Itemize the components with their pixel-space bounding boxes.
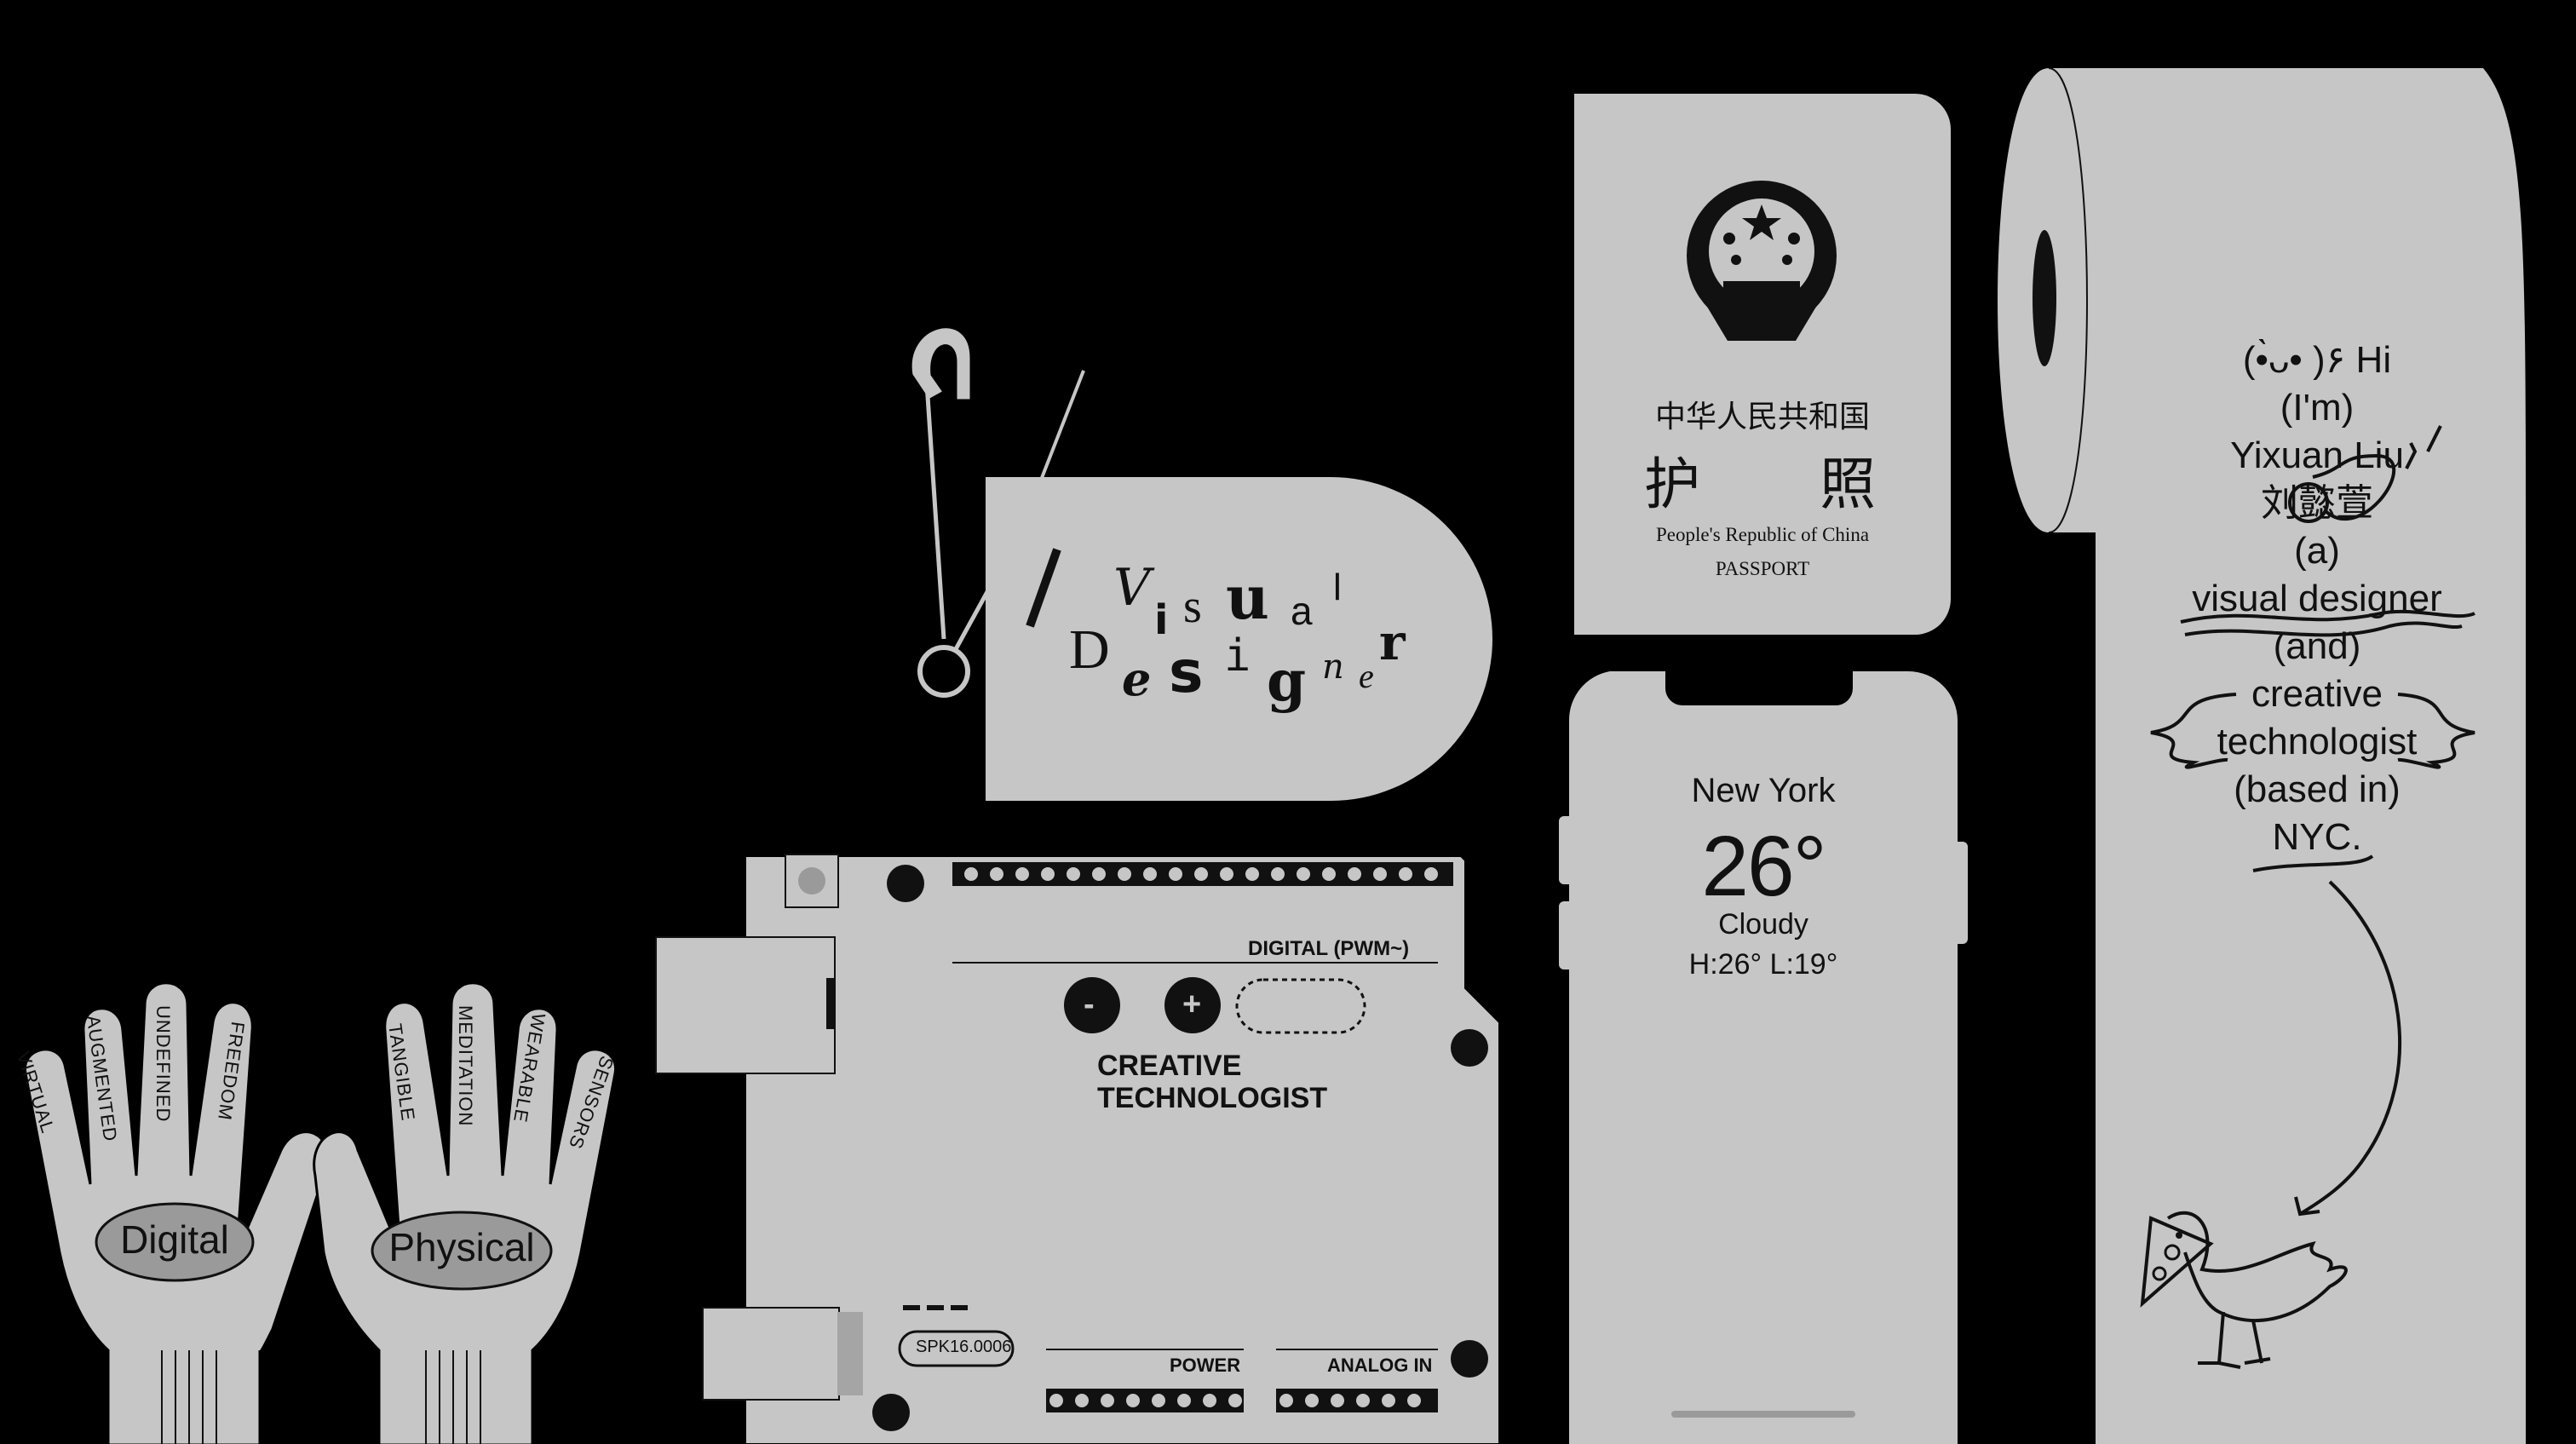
weather-temperature: 26° <box>1701 819 1826 914</box>
paper-roll-shape <box>1998 67 2526 1444</box>
phone-shape <box>1559 671 1968 1444</box>
tag-letter: e <box>1122 652 1152 706</box>
passport-title-cn-1: 护 <box>1644 452 1700 517</box>
pin-hole <box>1245 867 1259 881</box>
glove-right[interactable]: Physical TANGIBLE MEDITATION WEARABLE SE… <box>307 971 647 1444</box>
emblem-icon <box>1687 181 1837 341</box>
board-title-line1: CREATIVE <box>1097 1050 1242 1082</box>
pin-hole <box>1356 1394 1370 1407</box>
passport-country-en: People's Republic of China <box>1655 524 1870 545</box>
pin-hole <box>1279 1394 1293 1407</box>
glove-left[interactable]: Digital VIRTUAL AUGMENTED UNDEFINED FREE… <box>13 971 358 1444</box>
analog-in-label: ANALOG IN <box>1327 1355 1433 1376</box>
tag-letter: g <box>1267 647 1307 714</box>
digital-pwm-label: DIGITAL (PWM~) <box>1248 937 1410 960</box>
glove-right-label: Physical <box>388 1225 535 1269</box>
intro-text: (•̀ᴗ• )۶ Hi (I'm) Yixuan Liu 刘懿萱 (a) vis… <box>2181 337 2453 861</box>
intro-line: (•̀ᴗ• )۶ Hi <box>2242 339 2392 381</box>
pin-hole <box>1067 867 1080 881</box>
paper-roll[interactable] <box>1998 67 2576 1444</box>
power-label: POWER <box>1170 1355 1241 1376</box>
pin-hole <box>1322 867 1336 881</box>
tag-letter: n <box>1322 647 1344 687</box>
tag-letter: r <box>1379 613 1406 671</box>
pin-hole <box>1194 867 1208 881</box>
passport-shape <box>1574 94 1951 635</box>
intro-line: (a) <box>2294 530 2340 572</box>
pin-hole <box>1075 1394 1089 1407</box>
tag-letter: V <box>1113 558 1151 618</box>
pin-hole <box>1041 867 1055 881</box>
pin-hole <box>964 867 978 881</box>
passport-title-cn-2: 照 <box>1820 452 1876 517</box>
glove-left-label: Digital <box>120 1217 229 1262</box>
tag-letter: s <box>1183 580 1202 633</box>
pin-hole <box>1203 1394 1216 1407</box>
pin-hole <box>1297 867 1310 881</box>
finger-label: UNDEFINED <box>152 1005 174 1123</box>
pigeon-icon <box>2140 1211 2348 1369</box>
tag-letter: a <box>1291 589 1313 633</box>
plus-icon: + <box>1182 987 1202 1022</box>
tag-letter: i <box>1154 596 1169 644</box>
pin-hole <box>1169 867 1182 881</box>
glove-right-shape <box>313 981 617 1444</box>
board-title-line2: TECHNOLOGIST <box>1097 1082 1328 1114</box>
finger-label: MEDITATION <box>455 1005 476 1127</box>
intro-line: Yixuan Liu <box>2230 434 2404 476</box>
tag-letter: D <box>1069 618 1110 681</box>
weather-high-low: H:26° L:19° <box>1688 948 1838 981</box>
pin-hole <box>1271 867 1285 881</box>
name-tag-shape <box>986 477 1492 801</box>
chip-label: SPK16.0006 <box>916 1338 1012 1356</box>
pin-hole <box>1126 1394 1140 1407</box>
intro-line: (and) <box>2273 625 2361 667</box>
intro-line: visual designer <box>2192 578 2442 619</box>
pin-hole <box>1092 867 1106 881</box>
pin-hole <box>1220 867 1233 881</box>
tag-letter: u <box>1226 562 1269 633</box>
pin-hole <box>1399 867 1412 881</box>
intro-line: technologist <box>2217 721 2418 762</box>
weather-condition: Cloudy <box>1718 908 1808 941</box>
pin-hole <box>1228 1394 1242 1407</box>
tag-letter: e <box>1359 657 1374 695</box>
intro-line: creative <box>2251 673 2383 715</box>
pin-hole <box>1348 867 1361 881</box>
tag-letter: l <box>1333 567 1342 608</box>
pin-hole <box>1015 867 1029 881</box>
pin-hole <box>1424 867 1438 881</box>
pin-hole <box>1118 867 1131 881</box>
intro-line: (I'm) <box>2280 387 2355 429</box>
circuit-board-shape <box>655 854 1500 1444</box>
passport-title-en: PASSPORT <box>1715 558 1810 579</box>
pin-hole <box>1049 1394 1063 1407</box>
intro-line: (based in) <box>2234 768 2401 810</box>
tag-letter: i <box>1224 630 1251 682</box>
pin-hole <box>1305 1394 1319 1407</box>
tag-letter: s <box>1169 639 1204 706</box>
minus-icon: - <box>1084 987 1095 1022</box>
pin-hole <box>1382 1394 1395 1407</box>
finger-word: UNDEFINED <box>152 1005 187 1123</box>
pin-hole <box>1152 1394 1165 1407</box>
pin-hole <box>990 867 1003 881</box>
pin-hole <box>1407 1394 1421 1407</box>
passport[interactable]: 中华人民共和国 护 照 People's Republic of China P… <box>1574 94 1951 635</box>
pin-hole <box>1331 1394 1344 1407</box>
finger-word: MEDITATION <box>455 1005 490 1127</box>
pin-hole <box>1143 867 1157 881</box>
phone[interactable]: New York 26° Cloudy H:26° L:19° <box>1559 671 1968 1444</box>
pin-hole <box>1177 1394 1191 1407</box>
intro-line: NYC. <box>2272 816 2362 858</box>
weather-city: New York <box>1691 772 1836 809</box>
intro-line: 刘懿萱 <box>2261 481 2373 525</box>
circuit-board[interactable]: DIGITAL (PWM~) - + CREATIVE TECHNOLOGIST… <box>655 852 1500 1444</box>
board-pin-holes <box>964 867 1438 1407</box>
name-tag[interactable]: V i s u a l D e s i g n e r <box>986 477 1492 801</box>
pin-hole <box>1373 867 1387 881</box>
pin-hole <box>1101 1394 1114 1407</box>
passport-country-cn: 中华人民共和国 <box>1654 400 1870 434</box>
